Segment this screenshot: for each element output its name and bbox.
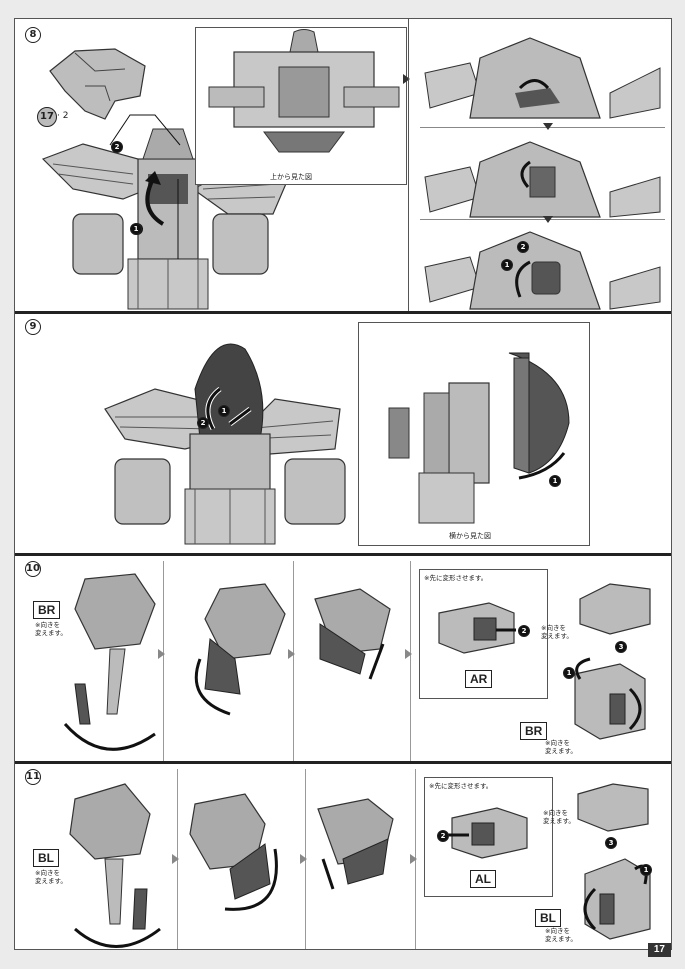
pre-transform-box: ※先に変形させます。 2 AR — [419, 569, 548, 699]
part-tag: BR — [33, 601, 61, 619]
marker-1: 1 — [640, 864, 652, 876]
orientation-note: ※向きを 変えます。 — [545, 927, 577, 943]
step-number: 8 — [25, 27, 41, 43]
part-illustration — [579, 583, 651, 635]
subview-3 — [424, 231, 661, 310]
pre-transform-note: ※先に変形させます。 — [424, 574, 488, 582]
part-illustration — [438, 602, 516, 654]
marker-3: 3 — [605, 837, 617, 849]
sub-divider — [420, 219, 665, 220]
section-divider — [15, 761, 671, 764]
orientation-note: ※向きを 変えます。 — [35, 621, 67, 637]
part-ref-badge: 17 — [37, 107, 57, 127]
next-arrow — [172, 854, 179, 864]
marker-1: 1 — [563, 667, 575, 679]
marker-2: 2 — [518, 625, 530, 637]
marker-1: 1 — [218, 405, 230, 417]
section-divider — [15, 553, 671, 556]
step-ref-number: 2 — [62, 111, 69, 121]
part-illustration — [583, 858, 651, 940]
down-arrow — [543, 216, 553, 223]
sub-divider — [420, 127, 665, 128]
divider — [293, 561, 294, 761]
next-arrow — [405, 649, 412, 659]
orientation-note: ※向きを 変えます。 — [543, 809, 575, 825]
part-tag: BL — [33, 849, 59, 867]
part-tag: BR — [520, 722, 548, 740]
marker-3: 3 — [615, 641, 627, 653]
top-view-box: 上から見た図 — [195, 27, 407, 185]
orientation-note: ※向きを 変えます。 — [541, 624, 573, 640]
marker-1: 1 — [130, 223, 142, 235]
pre-transform-note: ※先に変形させます。 — [429, 782, 493, 790]
next-arrow — [410, 854, 417, 864]
part-illustration — [574, 657, 646, 740]
part-illustration — [577, 783, 649, 832]
part-illustration — [69, 783, 161, 948]
marker-2: 2 — [437, 830, 449, 842]
orientation-note: ※向きを 変えます。 — [35, 869, 67, 885]
part-tag: AR — [465, 670, 493, 688]
divider — [410, 561, 411, 761]
part-illustration — [63, 573, 156, 751]
next-arrow — [300, 854, 307, 864]
view-caption: 横から見た図 — [449, 532, 491, 540]
step-ref: · 2 — [57, 111, 69, 121]
view-caption: 上から見た図 — [270, 173, 312, 181]
robot-illustration — [104, 343, 346, 545]
marker-1: 1 — [549, 475, 561, 487]
step-number: 9 — [25, 319, 41, 335]
step-number: 10 — [25, 561, 41, 577]
part-illustration — [194, 583, 286, 716]
section-divider — [15, 311, 671, 314]
orientation-note: ※向きを 変えます。 — [545, 739, 577, 755]
subview-1 — [424, 37, 661, 119]
divider — [408, 19, 409, 311]
part-tag: AL — [470, 870, 496, 888]
part-illustration — [447, 807, 528, 859]
step-number: 11 — [25, 769, 41, 785]
pre-transform-box: ※先に変形させます。 2 AL — [424, 777, 553, 897]
part-tag: BL — [535, 909, 561, 927]
side-view-box: 1 横から見た図 — [358, 322, 590, 546]
side-view-illustration — [388, 352, 570, 524]
top-view-illustration — [208, 29, 400, 153]
part-illustration — [189, 793, 278, 911]
next-arrow — [403, 74, 410, 84]
marker-1: 1 — [501, 259, 513, 271]
marker-2: 2 — [111, 141, 123, 153]
part-illustration — [317, 798, 394, 890]
instruction-page: 8 17 · 2 2 1 — [14, 18, 672, 950]
next-arrow — [158, 649, 165, 659]
marker-2: 2 — [197, 417, 209, 429]
divider — [163, 561, 164, 761]
next-arrow — [288, 649, 295, 659]
part-illustration — [49, 48, 146, 120]
part-illustration — [314, 588, 391, 680]
page-number: 17 — [647, 943, 671, 957]
robot-illustration — [41, 128, 289, 310]
marker-2: 2 — [517, 241, 529, 253]
pointer-lines — [109, 114, 181, 146]
down-arrow — [543, 123, 553, 130]
subview-2 — [424, 141, 661, 218]
